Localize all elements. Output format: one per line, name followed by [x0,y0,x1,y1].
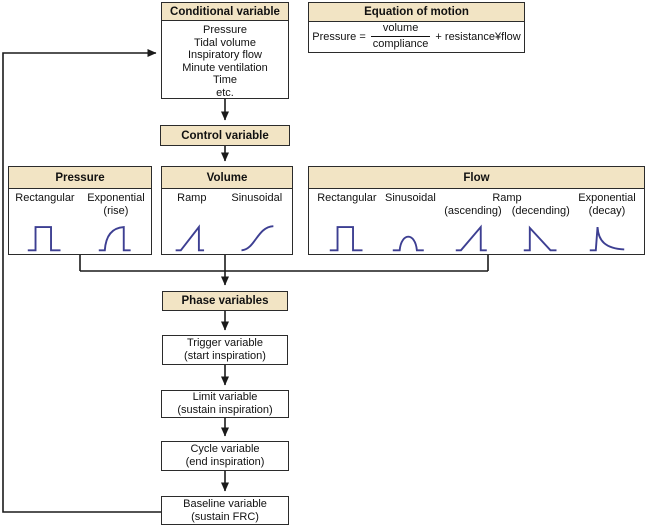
chain-line2: (start inspiration) [184,350,266,362]
equation-numerator: volume [370,22,431,37]
equation-lhs: Pressure = [312,30,366,43]
waveform-column: (decending) [512,205,570,255]
list-item: etc. [216,86,234,99]
conditional-variable-title: Conditional variable [162,3,288,21]
flow-waveforms: Rectangular Sinusoidal Ramp (ascending) [309,189,644,254]
list-item: Inspiratory flow [188,49,262,62]
list-item: Time [212,74,238,87]
waveform-column: Exponential (rise) [87,189,145,254]
waveform-column: Sinusoidal [385,189,436,254]
flow-waveform-box: Flow Rectangular Sinusoidal Ramp (ascend… [308,166,645,255]
flow-box-title: Flow [309,167,644,189]
waveform-label-line1: Exponential [87,192,145,204]
rectangular-pulse-waveform-icon [27,226,61,252]
control-variable-box: Control variable [160,125,290,146]
ramp-waveform-group: Ramp (ascending) (decending) [444,189,570,254]
baseline-variable-text: Baseline variable (sustain FRC) [162,497,288,524]
ramp-descending-waveform-icon [523,225,557,252]
phase-variables-box: Phase variables [162,291,288,311]
limit-variable-text: Limit variable (sustain inspiration) [162,391,288,417]
waveform-column: Ramp [172,189,212,254]
rectangular-pulse-waveform-icon [329,226,363,252]
waveform-label: Rectangular [15,192,75,204]
chain-line1: Baseline variable [183,497,267,510]
volume-box-title: Volume [162,167,292,189]
pressure-waveforms: Rectangular Exponential (rise) [9,189,151,254]
list-item: Minute ventilation [182,61,268,74]
volume-waveforms: Ramp Sinusoidal [162,189,292,254]
conditional-variable-list: Pressure Tidal volume Inspiratory flow M… [162,21,288,100]
equation-denominator: compliance [372,38,429,50]
limit-variable-box: Limit variable (sustain inspiration) [161,390,289,418]
chain-line2: (sustain inspiration) [177,404,273,416]
waveform-label: Sinusoidal [231,192,283,204]
list-item: Pressure [202,24,248,36]
waveform-label-line2: (rise) [103,204,129,217]
pressure-waveform-box: Pressure Rectangular Exponential (rise) [8,166,152,255]
equation-of-motion-title: Equation of motion [309,3,524,22]
exponential-rise-waveform-icon [98,226,131,252]
ramp-ascending-waveform-icon [455,224,487,252]
equation-of-motion-box: Equation of motion Pressure = volume com… [308,2,525,53]
waveform-column: Exponential (decay) [578,189,636,254]
waveform-column: Rectangular [317,189,377,254]
ramp-pair: (ascending) (decending) [444,205,570,255]
volume-waveform-box: Volume Ramp Sinusoidal [161,166,293,255]
chain-line2: (end inspiration) [185,456,265,468]
list-item: Tidal volume [194,36,256,49]
equation-rhs: + resistance¥flow [435,30,521,43]
chain-line2: (sustain FRC) [191,510,259,523]
trigger-variable-text: Trigger variable (start inspiration) [163,336,287,364]
arrow-feedback-loop [2,49,161,513]
waveform-column: (ascending) [444,204,502,255]
chain-line1: Cycle variable [190,443,260,455]
cycle-variable-box: Cycle variable (end inspiration) [161,441,289,471]
ramp-waveform-icon [175,224,204,252]
equation-fraction: volume compliance [370,22,431,51]
chain-line1: Trigger variable [186,337,263,349]
waveform-label: (ascending) [444,204,502,217]
trigger-variable-box: Trigger variable (start inspiration) [162,335,288,365]
waveform-label: Sinusoidal [385,192,436,204]
pressure-box-title: Pressure [9,167,151,189]
waveform-label: Exponential (decay) [578,192,636,217]
exponential-decay-waveform-icon [589,226,625,252]
half-sine-waveform-icon [393,235,425,252]
chain-line1: Limit variable [192,391,258,403]
waveform-label: Ramp [177,192,207,204]
waveform-label: Exponential (rise) [87,192,145,217]
waveform-label: Rectangular [317,192,377,204]
waveform-label: (decending) [511,204,570,217]
waveform-column: Sinusoidal [231,189,282,254]
waveform-label-line2: (decay) [588,204,626,217]
waveform-label-line1: Exponential [578,192,636,204]
sigmoid-waveform-icon [241,225,274,252]
cycle-variable-text: Cycle variable (end inspiration) [162,442,288,470]
equation-body: Pressure = volume compliance + resistanc… [309,22,524,51]
waveform-label: Ramp [492,192,522,204]
waveform-column: Rectangular [15,189,75,254]
conditional-variable-box: Conditional variable Pressure Tidal volu… [161,2,289,99]
baseline-variable-box: Baseline variable (sustain FRC) [161,496,289,525]
